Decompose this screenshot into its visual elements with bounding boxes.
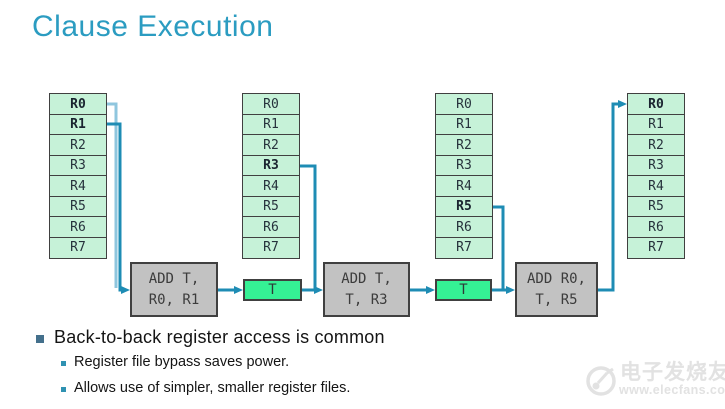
op-box-add3: ADD R0, T, R5 xyxy=(515,262,598,317)
register-cell-r1: R1 xyxy=(49,113,107,136)
bullet-sub-1: Register file bypass saves power. xyxy=(61,354,289,370)
op-box-add2: ADD T, T, R3 xyxy=(323,262,410,317)
elecfans-logo-icon xyxy=(586,366,616,396)
op-line: ADD R0, xyxy=(526,270,586,287)
op-line: R0, R1 xyxy=(148,291,200,308)
register-cell-r5: R5 xyxy=(627,195,685,218)
register-cell-r2: R2 xyxy=(435,134,493,156)
register-cell-r4: R4 xyxy=(627,175,685,197)
register-cell-r0: R0 xyxy=(435,93,493,115)
register-cell-r1: R1 xyxy=(242,113,300,136)
register-cell-r2: R2 xyxy=(49,134,107,156)
bullet-main: Back-to-back register access is common xyxy=(36,327,385,348)
register-cell-r5: R5 xyxy=(435,195,493,218)
register-cell-r1: R1 xyxy=(435,113,493,136)
bullet-square-icon xyxy=(61,387,66,392)
register-cell-r2: R2 xyxy=(627,134,685,156)
temp-register-1: T xyxy=(243,279,302,301)
register-cell-r7: R7 xyxy=(627,236,685,259)
register-cell-r0: R0 xyxy=(49,93,107,115)
register-cell-r7: R7 xyxy=(242,236,300,259)
op-line: ADD T, xyxy=(148,270,200,287)
register-cell-r3: R3 xyxy=(435,154,493,177)
register-cell-r4: R4 xyxy=(49,175,107,197)
slide-title: Clause Execution xyxy=(32,10,274,43)
register-cell-r6: R6 xyxy=(49,216,107,238)
bullet-sub-text: Allows use of simpler, smaller register … xyxy=(74,380,351,396)
register-cell-r6: R6 xyxy=(435,216,493,238)
op-line: T, R5 xyxy=(535,291,578,308)
register-cell-r4: R4 xyxy=(435,175,493,197)
register-cell-r1: R1 xyxy=(627,113,685,136)
register-cell-r7: R7 xyxy=(49,236,107,259)
watermark-url-text: www.elecfans.com xyxy=(619,383,725,397)
register-cell-r0: R0 xyxy=(627,93,685,115)
register-cell-r2: R2 xyxy=(242,134,300,156)
bullet-square-icon xyxy=(36,335,44,343)
bullet-sub-text: Register file bypass saves power. xyxy=(74,354,290,370)
register-cell-r7: R7 xyxy=(435,236,493,259)
bullet-square-icon xyxy=(61,361,66,366)
watermark-brand-text: 电子发烧友 xyxy=(620,361,725,384)
op-box-add1: ADD T, R0, R1 xyxy=(130,262,218,317)
bullet-main-text: Back-to-back register access is common xyxy=(54,327,385,347)
register-cell-r5: R5 xyxy=(49,195,107,218)
register-cell-r6: R6 xyxy=(627,216,685,238)
register-cell-r3: R3 xyxy=(49,154,107,177)
op-line: T, R3 xyxy=(345,291,388,308)
register-cell-r4: R4 xyxy=(242,175,300,197)
register-cell-r5: R5 xyxy=(242,195,300,218)
register-cell-r3: R3 xyxy=(242,154,300,177)
temp-register-2: T xyxy=(435,279,492,301)
bullet-sub-2: Allows use of simpler, smaller register … xyxy=(61,380,350,396)
op-line: ADD T, xyxy=(341,270,392,287)
register-cell-r6: R6 xyxy=(242,216,300,238)
register-cell-r3: R3 xyxy=(627,154,685,177)
register-cell-r0: R0 xyxy=(242,93,300,115)
